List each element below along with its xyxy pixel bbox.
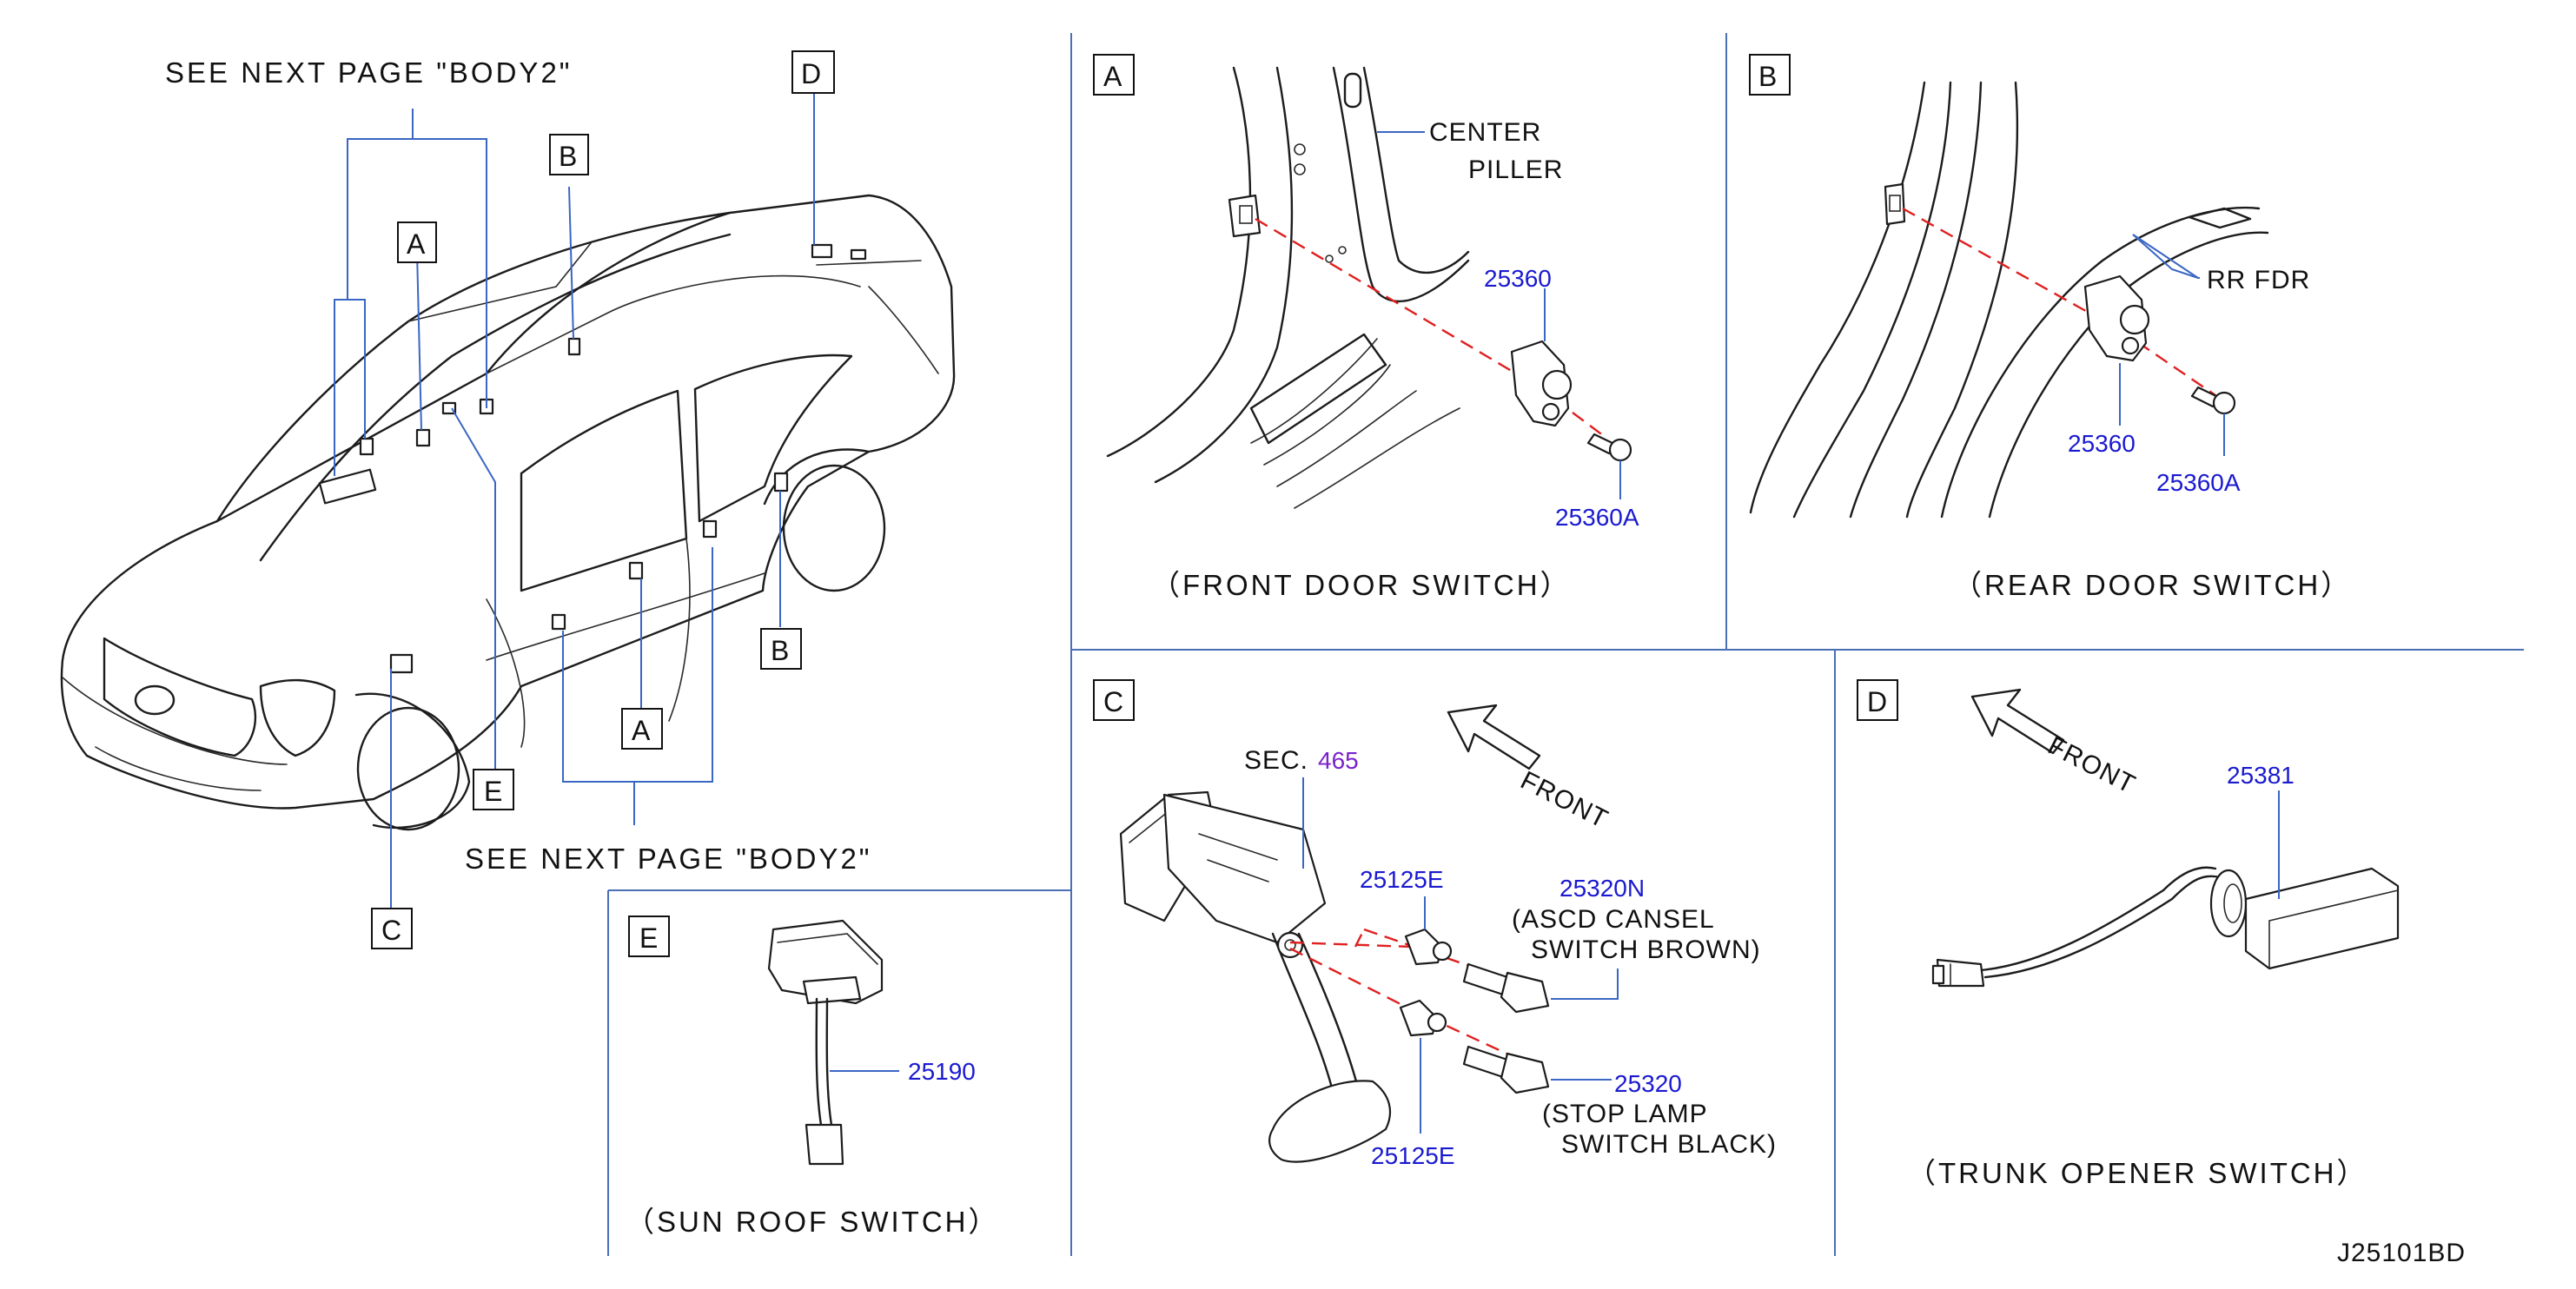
panel-a-part-25360: 25360 (1484, 265, 1552, 292)
panel-d-letter: D (1867, 686, 1887, 717)
sec-number: 465 (1318, 747, 1359, 774)
sec-label: SEC. (1244, 746, 1308, 775)
callout-a-bottom-label: A (632, 715, 651, 746)
rr-fdr-label: RR FDR (2207, 266, 2310, 294)
panel-separators (607, 33, 2524, 1256)
panel-a: A CENTER PILLER 25360 25360A (1093, 54, 1639, 601)
ascd-desc-line1: (ASCD CANSEL (1512, 905, 1715, 934)
panel-c-front: FRONT (1516, 766, 1613, 835)
panel-b-caption: （REAR DOOR SWITCH） (1953, 569, 2352, 601)
see-next-page-bottom: SEE NEXT PAGE "BODY2" (465, 843, 872, 875)
center-piller-line2: PILLER (1468, 155, 1563, 184)
stop-desc-line2: SWITCH BLACK) (1561, 1130, 1777, 1159)
stop-desc-line1: (STOP LAMP (1542, 1100, 1708, 1128)
callout-c-main-label: C (381, 915, 401, 946)
callout-b-right-label: B (771, 635, 789, 666)
callout-b-top: B (549, 134, 589, 175)
panel-e: E 25190 （SUN ROOF SWITCH） (626, 916, 999, 1238)
callout-b-top-label: B (559, 141, 577, 172)
callout-d-top-label: D (801, 58, 821, 89)
panel-e-part-25190: 25190 (908, 1058, 976, 1085)
callout-d-top: D (791, 50, 835, 94)
callout-e-main-label: E (484, 776, 502, 807)
center-piller-line1: CENTER (1429, 118, 1541, 147)
panel-c-part-25320: 25320 (1614, 1070, 1682, 1097)
panel-e-letter: E (639, 922, 658, 954)
panel-a-part-25360a: 25360A (1555, 504, 1639, 531)
panel-a-caption: （FRONT DOOR SWITCH） (1151, 569, 1572, 601)
front-arrow-icon-c (1447, 704, 1541, 770)
front-arrow-icon-d (1970, 688, 2065, 755)
see-next-page-top: SEE NEXT PAGE "BODY2" (165, 56, 573, 89)
diagram-code: J25101BD (2337, 1239, 2466, 1267)
panel-e-caption: （SUN ROOF SWITCH） (626, 1206, 999, 1238)
callout-b-right: B (760, 628, 802, 670)
main-leaders (334, 94, 815, 908)
panel-a-letter: A (1103, 61, 1122, 92)
callout-a-top: A (397, 221, 437, 263)
panel-b-part-25360: 25360 (2068, 430, 2136, 457)
ascd-desc-line2: SWITCH BROWN) (1531, 935, 1761, 964)
car-overview (60, 194, 956, 831)
panel-d-part-25381: 25381 (2227, 762, 2295, 789)
panel-d-caption: （TRUNK OPENER SWITCH） (1907, 1157, 2368, 1189)
panel-b: B RR FDR 25360 25360A （REAR DOOR SWITCH） (1749, 54, 2352, 601)
callout-a-bottom: A (621, 708, 663, 750)
panel-b-part-25360a: 25360A (2156, 469, 2241, 496)
callout-c-main: C (371, 908, 413, 949)
panel-c: C FRONT (1093, 679, 1777, 1169)
panel-d: D FRONT 25381 （TRUNK OPENER SWITCH） (1857, 679, 2400, 1189)
callout-a-top-label: A (407, 228, 426, 260)
panel-c-part-25125e-top: 25125E (1360, 866, 1444, 893)
callout-e-main: E (473, 769, 514, 810)
panel-c-part-25125e-bottom: 25125E (1371, 1142, 1455, 1169)
panel-d-front: FRONT (2043, 731, 2141, 800)
panel-c-letter: C (1103, 686, 1123, 717)
panel-b-letter: B (1758, 61, 1777, 92)
panel-c-part-25320n: 25320N (1560, 875, 1645, 902)
